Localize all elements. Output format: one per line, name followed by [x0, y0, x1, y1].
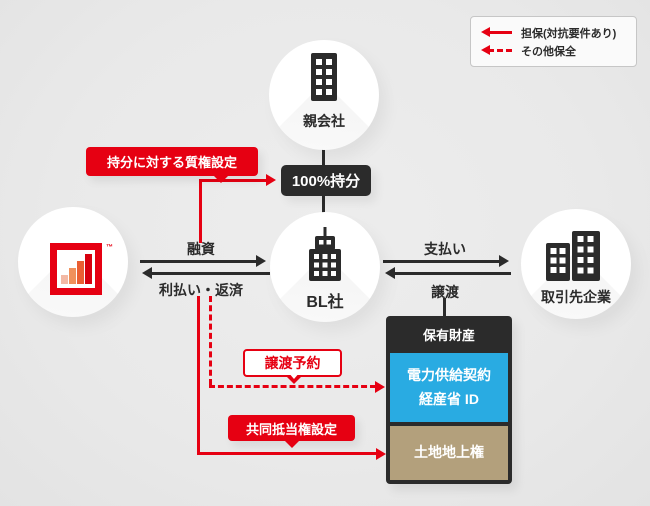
asset-land-right-label: 土地地上権 — [414, 444, 484, 461]
parent-company-label: 親会社 — [303, 113, 345, 129]
asset-power-contract-line1: 電力供給契約 — [407, 366, 491, 383]
logo-bar — [84, 254, 92, 284]
pledge-annotation-tail — [213, 175, 229, 183]
held-assets-header: 保有財産 — [422, 328, 475, 343]
twin-buildings-icon — [546, 231, 600, 281]
transfer-arrow-line — [395, 272, 511, 275]
dashed-left-arrow-icon — [481, 43, 513, 58]
pledge-line-vertical — [199, 179, 202, 243]
loan-arrowhead-icon — [256, 255, 266, 267]
repayment-arrow-line — [152, 272, 270, 275]
tower-building-icon — [309, 227, 341, 281]
equity-box: 100%持分 — [281, 165, 371, 196]
lender-node: ™ — [18, 207, 128, 317]
joint-mortgage-annotation: 共同抵当権設定 — [228, 415, 355, 448]
transfer-arrowhead-icon — [385, 267, 395, 279]
transfer-reservation-tail-outer — [286, 376, 302, 384]
solid-left-arrow-icon — [481, 25, 513, 40]
client-companies-label: 取引先企業 — [541, 289, 611, 305]
pledge-line-horizontal — [199, 179, 267, 182]
legend-collateral-label: 担保(対抗要件あり) — [521, 27, 617, 40]
office-building-icon — [311, 53, 337, 101]
trademark-mark: ™ — [106, 244, 113, 251]
pledge-annotation-label: 持分に対する質権設定 — [106, 155, 237, 170]
transfer-assets-connector — [443, 298, 446, 316]
ascending-bars-logo — [50, 243, 102, 295]
joint-mortgage-label: 共同抵当権設定 — [245, 421, 337, 437]
pledge-arrowhead-icon — [266, 174, 276, 186]
payment-arrow-line — [383, 260, 501, 263]
repayment-label: 利払い・返済 — [159, 282, 243, 298]
asset-land-right: 土地地上権 — [390, 426, 508, 480]
pledge-annotation: 持分に対する質権設定 — [86, 147, 258, 183]
client-companies-node: 取引先企業 — [521, 209, 631, 319]
legend-row-other: その他保全 — [481, 43, 626, 58]
parent-company-node: 親会社 — [269, 40, 379, 150]
mortgage-line-horizontal — [197, 452, 377, 455]
logo-bar — [76, 261, 84, 284]
reservation-dashed-horizontal — [209, 385, 376, 388]
parent-equity-connector — [322, 149, 325, 166]
legend-row-collateral: 担保(対抗要件あり) — [481, 25, 626, 40]
transfer-reservation-annotation: 譲渡予約 — [243, 349, 342, 384]
logo-bar — [60, 275, 68, 284]
reservation-dashed-vertical — [209, 296, 212, 385]
transfer-label: 譲渡 — [431, 284, 459, 300]
legend: 担保(対抗要件あり) その他保全 — [470, 16, 637, 67]
repayment-arrowhead-icon — [142, 267, 152, 279]
transfer-reservation-label: 譲渡予約 — [264, 355, 321, 371]
reservation-arrowhead-icon — [375, 381, 385, 393]
mortgage-arrowhead-icon — [376, 448, 386, 460]
payment-arrowhead-icon — [499, 255, 509, 267]
transfer-reservation-tail-inner — [288, 372, 300, 379]
payment-label: 支払い — [424, 241, 466, 257]
mortgage-line-vertical — [197, 296, 200, 455]
asset-power-contract-line2: 経産省 ID — [419, 390, 479, 407]
equity-bl-connector — [322, 196, 325, 213]
loan-label: 融資 — [187, 241, 215, 257]
held-assets-block: 保有財産 電力供給契約 経産省 ID 土地地上権 — [386, 316, 512, 484]
bl-company-node: BL社 — [270, 212, 380, 322]
logo-bar — [68, 268, 76, 284]
loan-arrow-line — [140, 260, 258, 263]
joint-mortgage-tail — [284, 440, 300, 448]
legend-other-label: その他保全 — [521, 45, 576, 58]
bl-company-label: BL社 — [306, 294, 344, 311]
asset-power-contract: 電力供給契約 経産省 ID — [390, 353, 508, 422]
